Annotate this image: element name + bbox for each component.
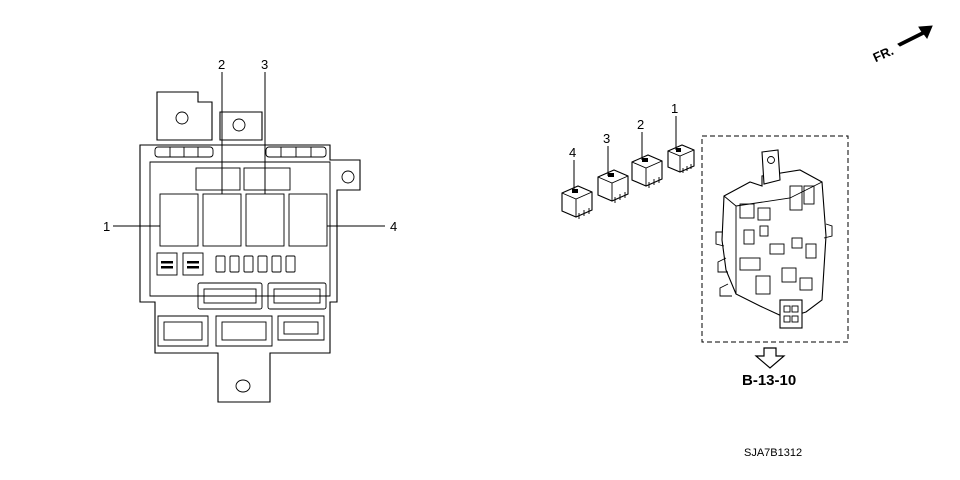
relay-4 — [561, 185, 593, 219]
callout-4-right: 4 — [569, 145, 576, 160]
diagram-code: SJA7B1312 — [744, 447, 802, 459]
leader-lines-right — [573, 116, 677, 192]
leader-lines-left — [113, 72, 385, 227]
callout-1-left: 1 — [103, 219, 110, 234]
down-arrow-icon — [754, 347, 786, 369]
callout-2-left: 2 — [218, 57, 225, 72]
callout-3-left: 3 — [261, 57, 268, 72]
callout-2-right: 2 — [637, 117, 644, 132]
relay-3 — [597, 169, 629, 203]
reference-dashed-box — [701, 135, 849, 343]
relay-box-front-view — [139, 91, 361, 403]
callout-4-left: 4 — [390, 219, 397, 234]
callout-1-right: 1 — [671, 101, 678, 116]
forward-arrow-icon — [897, 25, 933, 47]
callout-3-right: 3 — [603, 131, 610, 146]
relay-1 — [667, 144, 695, 173]
relay-box-iso-view — [715, 149, 833, 329]
relay-2 — [631, 154, 663, 188]
reference-label: B-13-10 — [742, 372, 796, 389]
orientation-label: FR. — [871, 43, 896, 65]
